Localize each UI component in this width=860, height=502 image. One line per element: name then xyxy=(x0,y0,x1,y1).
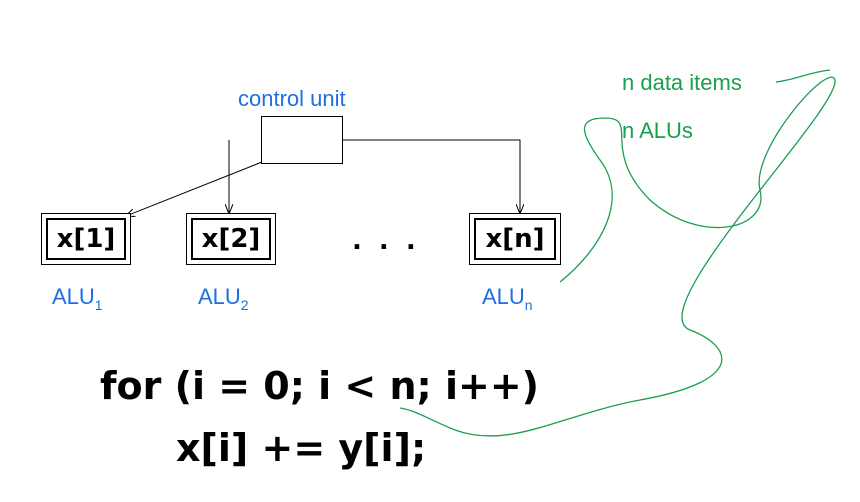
alu-2-label: ALU2 xyxy=(198,284,249,313)
annotation-curve-top xyxy=(775,69,831,83)
code-line-2: x[i] += y[i]; xyxy=(176,426,427,470)
alu-1-cell: x[1] xyxy=(46,218,126,260)
arrow-to-alu-n xyxy=(342,139,520,213)
alu-2-cell: x[2] xyxy=(191,218,271,260)
alu-n-box: x[n] xyxy=(469,213,561,265)
ellipsis: . . . xyxy=(352,226,420,256)
arrow-to-alu-1 xyxy=(126,161,263,216)
alu-1-box: x[1] xyxy=(41,213,131,265)
control-unit-box xyxy=(261,116,343,164)
annotation-alus: n ALUs xyxy=(622,118,693,143)
code-line-1: for (i = 0; i < n; i++) xyxy=(100,364,540,408)
annotation-curve xyxy=(399,76,836,437)
alu-1-label: ALU1 xyxy=(52,284,103,313)
alu-2-box: x[2] xyxy=(186,213,276,265)
annotation-data-items: n data items xyxy=(622,70,742,95)
alu-n-label: ALUn xyxy=(482,284,533,313)
control-unit-label: control unit xyxy=(238,86,346,111)
alu-n-cell: x[n] xyxy=(474,218,556,260)
